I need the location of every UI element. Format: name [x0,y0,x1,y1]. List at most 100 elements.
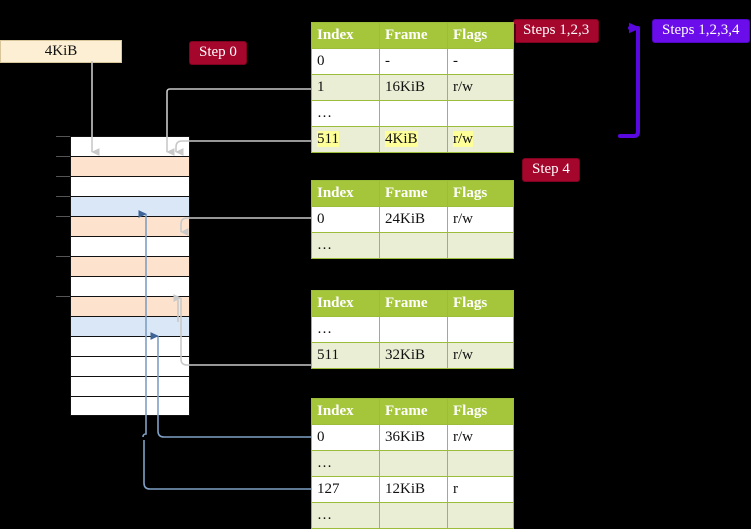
memory-row [70,256,190,276]
memory-row [70,356,190,376]
cell-text: 0 [317,210,325,227]
memory-row [70,376,190,396]
table-cell: 12KiB [379,476,448,503]
memory-row [70,316,190,336]
gray-connectors [91,61,312,366]
cell-text: 16KiB [385,78,426,95]
table-cell: … [311,232,380,259]
cell-text: … [317,454,332,471]
memory-row-tick [56,296,70,297]
cell-text: 511 [317,346,339,363]
memory-row [70,396,190,416]
table-cell: r/w [447,206,514,233]
table-cell: 36KiB [379,424,448,451]
table-cell: - [379,48,448,75]
table-cell [379,316,448,343]
badge-step-4: Step 4 [522,158,580,182]
badge-step-4-label: Step 4 [532,161,570,177]
badge-steps-1234-label: Steps 1,2,3,4 [662,22,740,38]
table-cell: 0 [311,206,380,233]
column-header-flags: Flags [447,180,514,207]
column-header-index: Index [311,180,380,207]
badge-steps-123: Steps 1,2,3 [513,19,600,43]
table-cell: 511 [311,126,380,153]
cell-text: 0 [317,428,325,445]
column-header-flags: Flags [447,398,514,425]
memory-grid [56,136,191,417]
cell-text: 32KiB [385,346,426,363]
table-cell [447,316,514,343]
column-header-flags: Flags [447,22,514,49]
table-cell: 511 [311,342,380,369]
table-cell [447,100,514,127]
table-row: 511 4KiB r/w [311,126,514,153]
memory-row [70,176,190,196]
badge-steps-1234: Steps 1,2,3,4 [652,19,750,43]
table-cell: 32KiB [379,342,448,369]
table-cell: - [447,48,514,75]
cell-text: … [317,236,332,253]
memory-row [70,156,190,176]
purple-bracket-arrow [618,22,641,138]
cell-text: … [317,320,332,337]
table-row: … [311,232,514,259]
table-cell: 1 [311,74,380,101]
memory-row [70,216,190,236]
table-cell [447,232,514,259]
memory-row-tick [56,196,70,197]
table-row: … [311,100,514,127]
table-cell: r/w [447,126,514,153]
memory-row-tick [56,156,70,157]
frame-4kib-box: 4KiB [0,40,122,63]
cell-text: 4KiB [385,130,418,147]
column-header-frame: Frame [379,22,448,49]
gray-connectors-2 [166,88,312,156]
table-cell: … [311,450,380,477]
cell-text: r/w [453,78,473,95]
table-cell [379,502,448,529]
memory-row [70,236,190,256]
cell-text: r/w [453,428,473,445]
table-row: 511 32KiB r/w [311,342,514,369]
column-header-index: Index [311,22,380,49]
column-header-frame: Frame [379,290,448,317]
table-cell: … [311,100,380,127]
table-row: … [311,316,514,343]
table-row: 1 16KiB r/w [311,74,514,101]
cell-text: - [385,52,390,69]
table-cell: 0 [311,48,380,75]
table-cell: 127 [311,476,380,503]
cell-text: 36KiB [385,428,426,445]
cell-text: 127 [317,480,340,497]
memory-row [70,296,190,316]
memory-row-tick [56,136,70,137]
memory-row-tick [56,216,70,217]
badge-steps-123-label: Steps 1,2,3 [523,22,590,38]
table-row: … [311,450,514,477]
table-cell: r/w [447,342,514,369]
memory-row [70,336,190,356]
cell-text: 12KiB [385,480,426,497]
table-cell: r/w [447,74,514,101]
cell-text: 511 [317,130,339,147]
memory-row-tick [56,176,70,177]
table-cell: 24KiB [379,206,448,233]
table-cell [379,450,448,477]
cell-text: r/w [453,130,473,147]
cell-text: r/w [453,346,473,363]
frame-4kib-label: 4KiB [44,43,78,59]
badge-step-0: Step 0 [189,41,247,65]
memory-row [70,276,190,296]
table-cell: 4KiB [379,126,448,153]
badge-step-0-label: Step 0 [199,44,237,60]
